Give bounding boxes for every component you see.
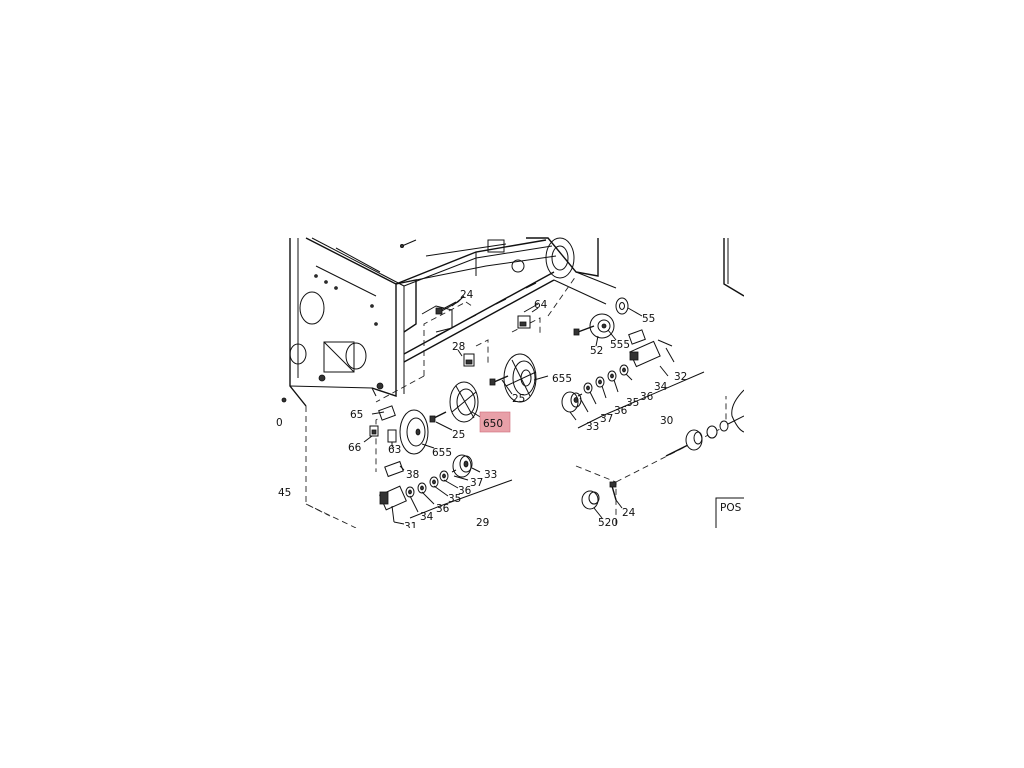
bracket-38 xyxy=(384,460,404,478)
pulley-520 xyxy=(581,490,600,510)
washer-34-lower xyxy=(405,486,415,498)
pulley-33-lower xyxy=(452,454,473,478)
label-33-upper: 33 xyxy=(586,421,599,433)
part-labels: 24 64 55 28 555 52 32 655 25 34 36 35 36… xyxy=(276,289,687,528)
pos-label: POS xyxy=(720,502,742,514)
label-25-upper: 25 xyxy=(512,393,525,405)
washer-35-lower xyxy=(429,476,439,488)
label-30: 30 xyxy=(660,415,673,427)
label-31: 31 xyxy=(404,521,417,528)
washer-36-lower-b xyxy=(417,482,427,494)
bolt-25-upper xyxy=(489,375,509,386)
washer-34-upper xyxy=(619,364,629,376)
label-34-upper: 34 xyxy=(654,381,668,393)
shaft-assembly-right xyxy=(665,415,744,457)
highlight-650 xyxy=(479,411,511,433)
label-52: 52 xyxy=(590,345,603,357)
parts-drawing: 24 64 55 28 555 52 32 655 25 34 36 35 36… xyxy=(276,237,744,528)
label-520: 520 xyxy=(598,517,618,528)
label-29: 29 xyxy=(476,517,489,528)
label-36-lower-b: 36 xyxy=(436,503,450,515)
machine-frame xyxy=(281,237,617,407)
label-66: 66 xyxy=(348,442,362,454)
label-32: 32 xyxy=(674,371,687,383)
label-0: 0 xyxy=(276,417,283,429)
label-45: 45 xyxy=(278,487,291,499)
label-34-lower: 34 xyxy=(420,511,434,523)
washer-36-upper-a xyxy=(607,370,617,382)
label-36-upper-a: 36 xyxy=(640,391,654,403)
label-655-upper: 655 xyxy=(552,373,572,385)
right-frame-edge xyxy=(723,238,744,433)
label-36-lower-a: 36 xyxy=(458,485,472,497)
position-table: POS xyxy=(715,497,744,528)
label-55: 55 xyxy=(642,313,655,325)
label-655-lower: 655 xyxy=(432,447,452,459)
label-37-lower: 37 xyxy=(470,477,483,489)
spacer-37-lower xyxy=(451,469,457,473)
label-63: 63 xyxy=(388,444,401,456)
label-25-lower: 25 xyxy=(452,429,465,441)
washer-36-lower-a xyxy=(439,470,449,482)
label-35-upper: 35 xyxy=(626,397,639,409)
label-28: 28 xyxy=(452,341,465,353)
label-36-upper-b: 36 xyxy=(614,405,628,417)
pulley-650 xyxy=(449,381,479,423)
motor-31 xyxy=(379,485,407,523)
pulley-655-lower xyxy=(399,409,429,455)
label-33-lower: 33 xyxy=(484,469,497,481)
bolt-25-lower xyxy=(429,411,447,423)
label-64: 64 xyxy=(534,299,548,311)
label-650: 650 xyxy=(483,418,503,430)
bracket-65 xyxy=(378,405,396,421)
pulley-555 xyxy=(589,313,615,339)
label-24-top: 24 xyxy=(460,289,474,301)
label-37-upper: 37 xyxy=(600,413,613,425)
clip-63 xyxy=(387,429,397,446)
washer-55 xyxy=(615,297,629,315)
bolt-52 xyxy=(573,325,595,336)
label-35-lower: 35 xyxy=(448,493,461,505)
exploded-parts-diagram: 24 64 55 28 555 52 32 655 25 34 36 35 36… xyxy=(276,236,744,528)
block-66 xyxy=(369,425,379,437)
motor-32 xyxy=(629,339,675,368)
label-65: 65 xyxy=(350,409,363,421)
pulley-655-upper xyxy=(503,353,537,403)
washer-36-upper-b xyxy=(583,382,593,394)
washer-35-upper xyxy=(595,376,605,388)
clip-28 xyxy=(463,353,475,367)
label-555: 555 xyxy=(610,339,630,351)
label-24-lower: 24 xyxy=(622,507,636,519)
label-38: 38 xyxy=(406,469,419,481)
plate-555 xyxy=(628,329,646,345)
leader-lines xyxy=(363,295,705,525)
bolt-24-lower xyxy=(609,481,617,501)
pulley-33-upper xyxy=(561,391,582,413)
bracket-64 xyxy=(517,303,539,329)
